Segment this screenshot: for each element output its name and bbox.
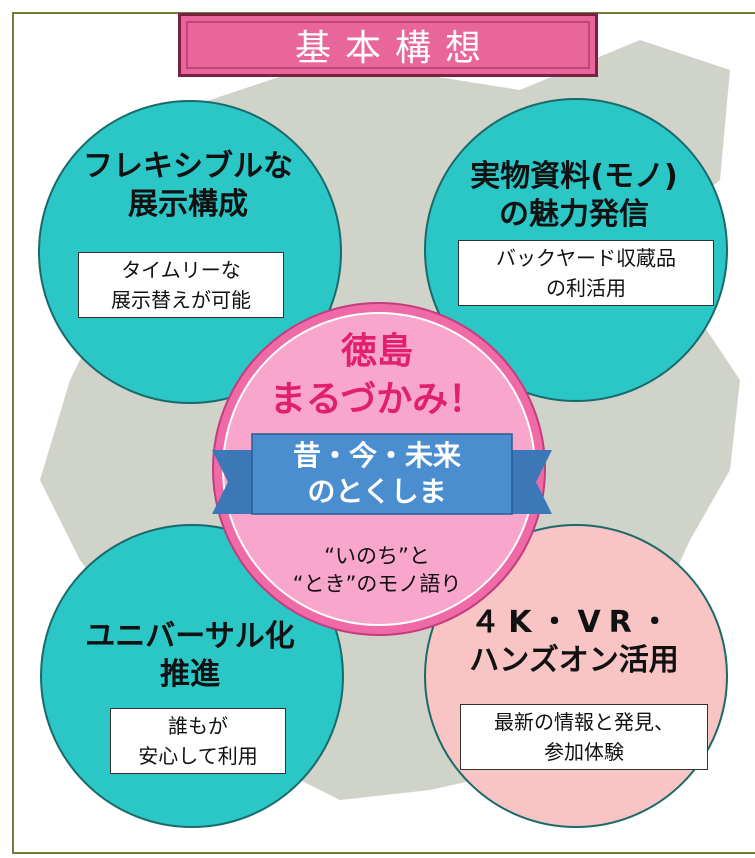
concept-title: フレキシブルな 展示構成 xyxy=(38,148,338,224)
concept-title: ユニバーサル化 推進 xyxy=(40,618,340,694)
concept-note: 最新の情報と発見、 参加体験 xyxy=(460,704,708,770)
note-line: 展示替えが可能 xyxy=(111,288,251,312)
concept-note: 誰もが 安心して利用 xyxy=(110,708,286,774)
concept-title-line: の魅力発信 xyxy=(499,197,649,232)
page-title: 基本構想 xyxy=(178,13,598,77)
ribbon-line: 昔・今・未来 xyxy=(292,439,461,472)
center-subtitle: “いのち”と “とき”のモノ語り xyxy=(212,542,542,598)
concept-title-line: 展示構成 xyxy=(128,187,248,222)
concept-title-line: ４K・VR・ xyxy=(470,605,678,640)
concept-title: 実物資料(モノ) の魅力発信 xyxy=(424,158,724,234)
center-title-line: 徳島 xyxy=(340,331,413,372)
concept-title-line: 推進 xyxy=(160,657,220,692)
ribbon-banner xyxy=(212,433,552,515)
note-line: 参加体験 xyxy=(544,740,624,764)
concept-title-line: ハンズオン活用 xyxy=(469,643,679,678)
concept-note: バックヤード収蔵品 の利活用 xyxy=(458,240,714,306)
center-title-line: まるづかみ！ xyxy=(269,379,485,420)
concept-title-line: フレキシブルな xyxy=(83,149,293,184)
center-title: 徳島 まるづかみ！ xyxy=(212,328,542,424)
note-line: バックヤード収蔵品 xyxy=(496,246,676,270)
center-sub-line: “いのち”と xyxy=(324,544,430,568)
ribbon-text: 昔・今・未来 のとくしま xyxy=(252,438,502,510)
ribbon-line: のとくしま xyxy=(307,475,447,508)
note-line: の利活用 xyxy=(546,276,626,300)
note-line: 安心して利用 xyxy=(138,744,258,768)
concept-title-line: ユニバーサル化 xyxy=(85,619,295,654)
concept-title: ４K・VR・ ハンズオン活用 xyxy=(424,604,724,680)
concept-title-line: 実物資料(モノ) xyxy=(470,159,678,194)
note-line: 最新の情報と発見、 xyxy=(494,710,674,734)
center-sub-line: “とき”のモノ語り xyxy=(292,572,462,596)
concept-note: タイムリーな 展示替えが可能 xyxy=(78,252,284,318)
note-line: 誰もが xyxy=(168,714,228,738)
note-line: タイムリーな xyxy=(121,258,241,282)
